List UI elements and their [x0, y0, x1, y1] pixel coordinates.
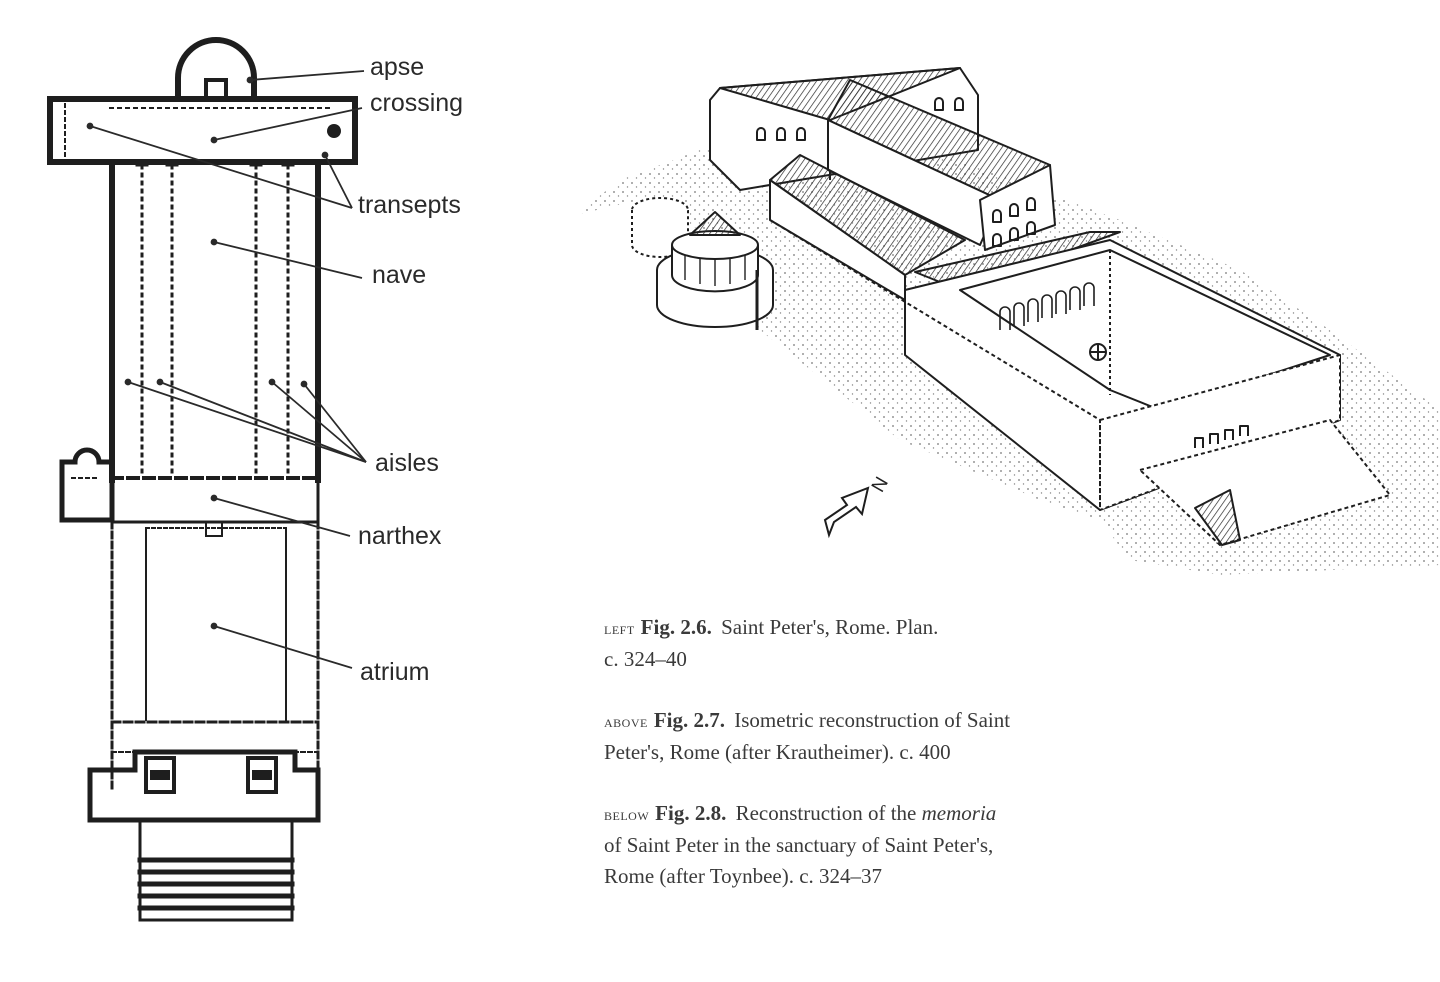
caption-position: BELOW [604, 805, 650, 824]
caption-text-2: of Saint Peter in the sanctuary of Saint… [604, 833, 994, 857]
label-crossing: crossing [370, 89, 464, 117]
caption-text-2: c. 324–40 [604, 647, 687, 671]
caption-position: ABOVE [604, 712, 648, 731]
apse-shape [175, 37, 257, 101]
label-narthex: narthex [358, 522, 442, 550]
label-atrium: atrium [360, 658, 430, 686]
caption-text: Saint Peter's, Rome. Plan. [721, 615, 939, 639]
caption-fig-2-6: LEFT Fig. 2.6. Saint Peter's, Rome. Plan.… [604, 612, 1124, 675]
north-arrow-icon [823, 486, 870, 539]
captions: LEFT Fig. 2.6. Saint Peter's, Rome. Plan.… [604, 612, 1124, 922]
caption-text-2: Peter's, Rome (after Krautheimer). c. 40… [604, 740, 951, 764]
label-transepts: transepts [358, 191, 461, 219]
caption-italic-term: memoria [921, 801, 997, 825]
caption-fig-2-8: BELOW Fig. 2.8. Reconstruction of the mem… [604, 798, 1124, 892]
caption-text: Reconstruction of the [735, 801, 917, 825]
caption-figure-number: Fig. 2.8. [655, 801, 727, 825]
label-apse: apse [370, 53, 425, 81]
caption-text: Isometric reconstruction of Saint [734, 708, 1011, 732]
caption-figure-number: Fig. 2.6. [640, 615, 712, 639]
caption-text-3: Rome (after Toynbee). c. 324–37 [604, 864, 883, 888]
caption-position: LEFT [604, 619, 635, 638]
caption-figure-number: Fig. 2.7. [653, 708, 726, 732]
label-nave: nave [372, 261, 427, 289]
caption-fig-2-7: ABOVE Fig. 2.7. Isometric reconstruction … [604, 705, 1124, 768]
label-aisles: aisles [375, 449, 439, 477]
